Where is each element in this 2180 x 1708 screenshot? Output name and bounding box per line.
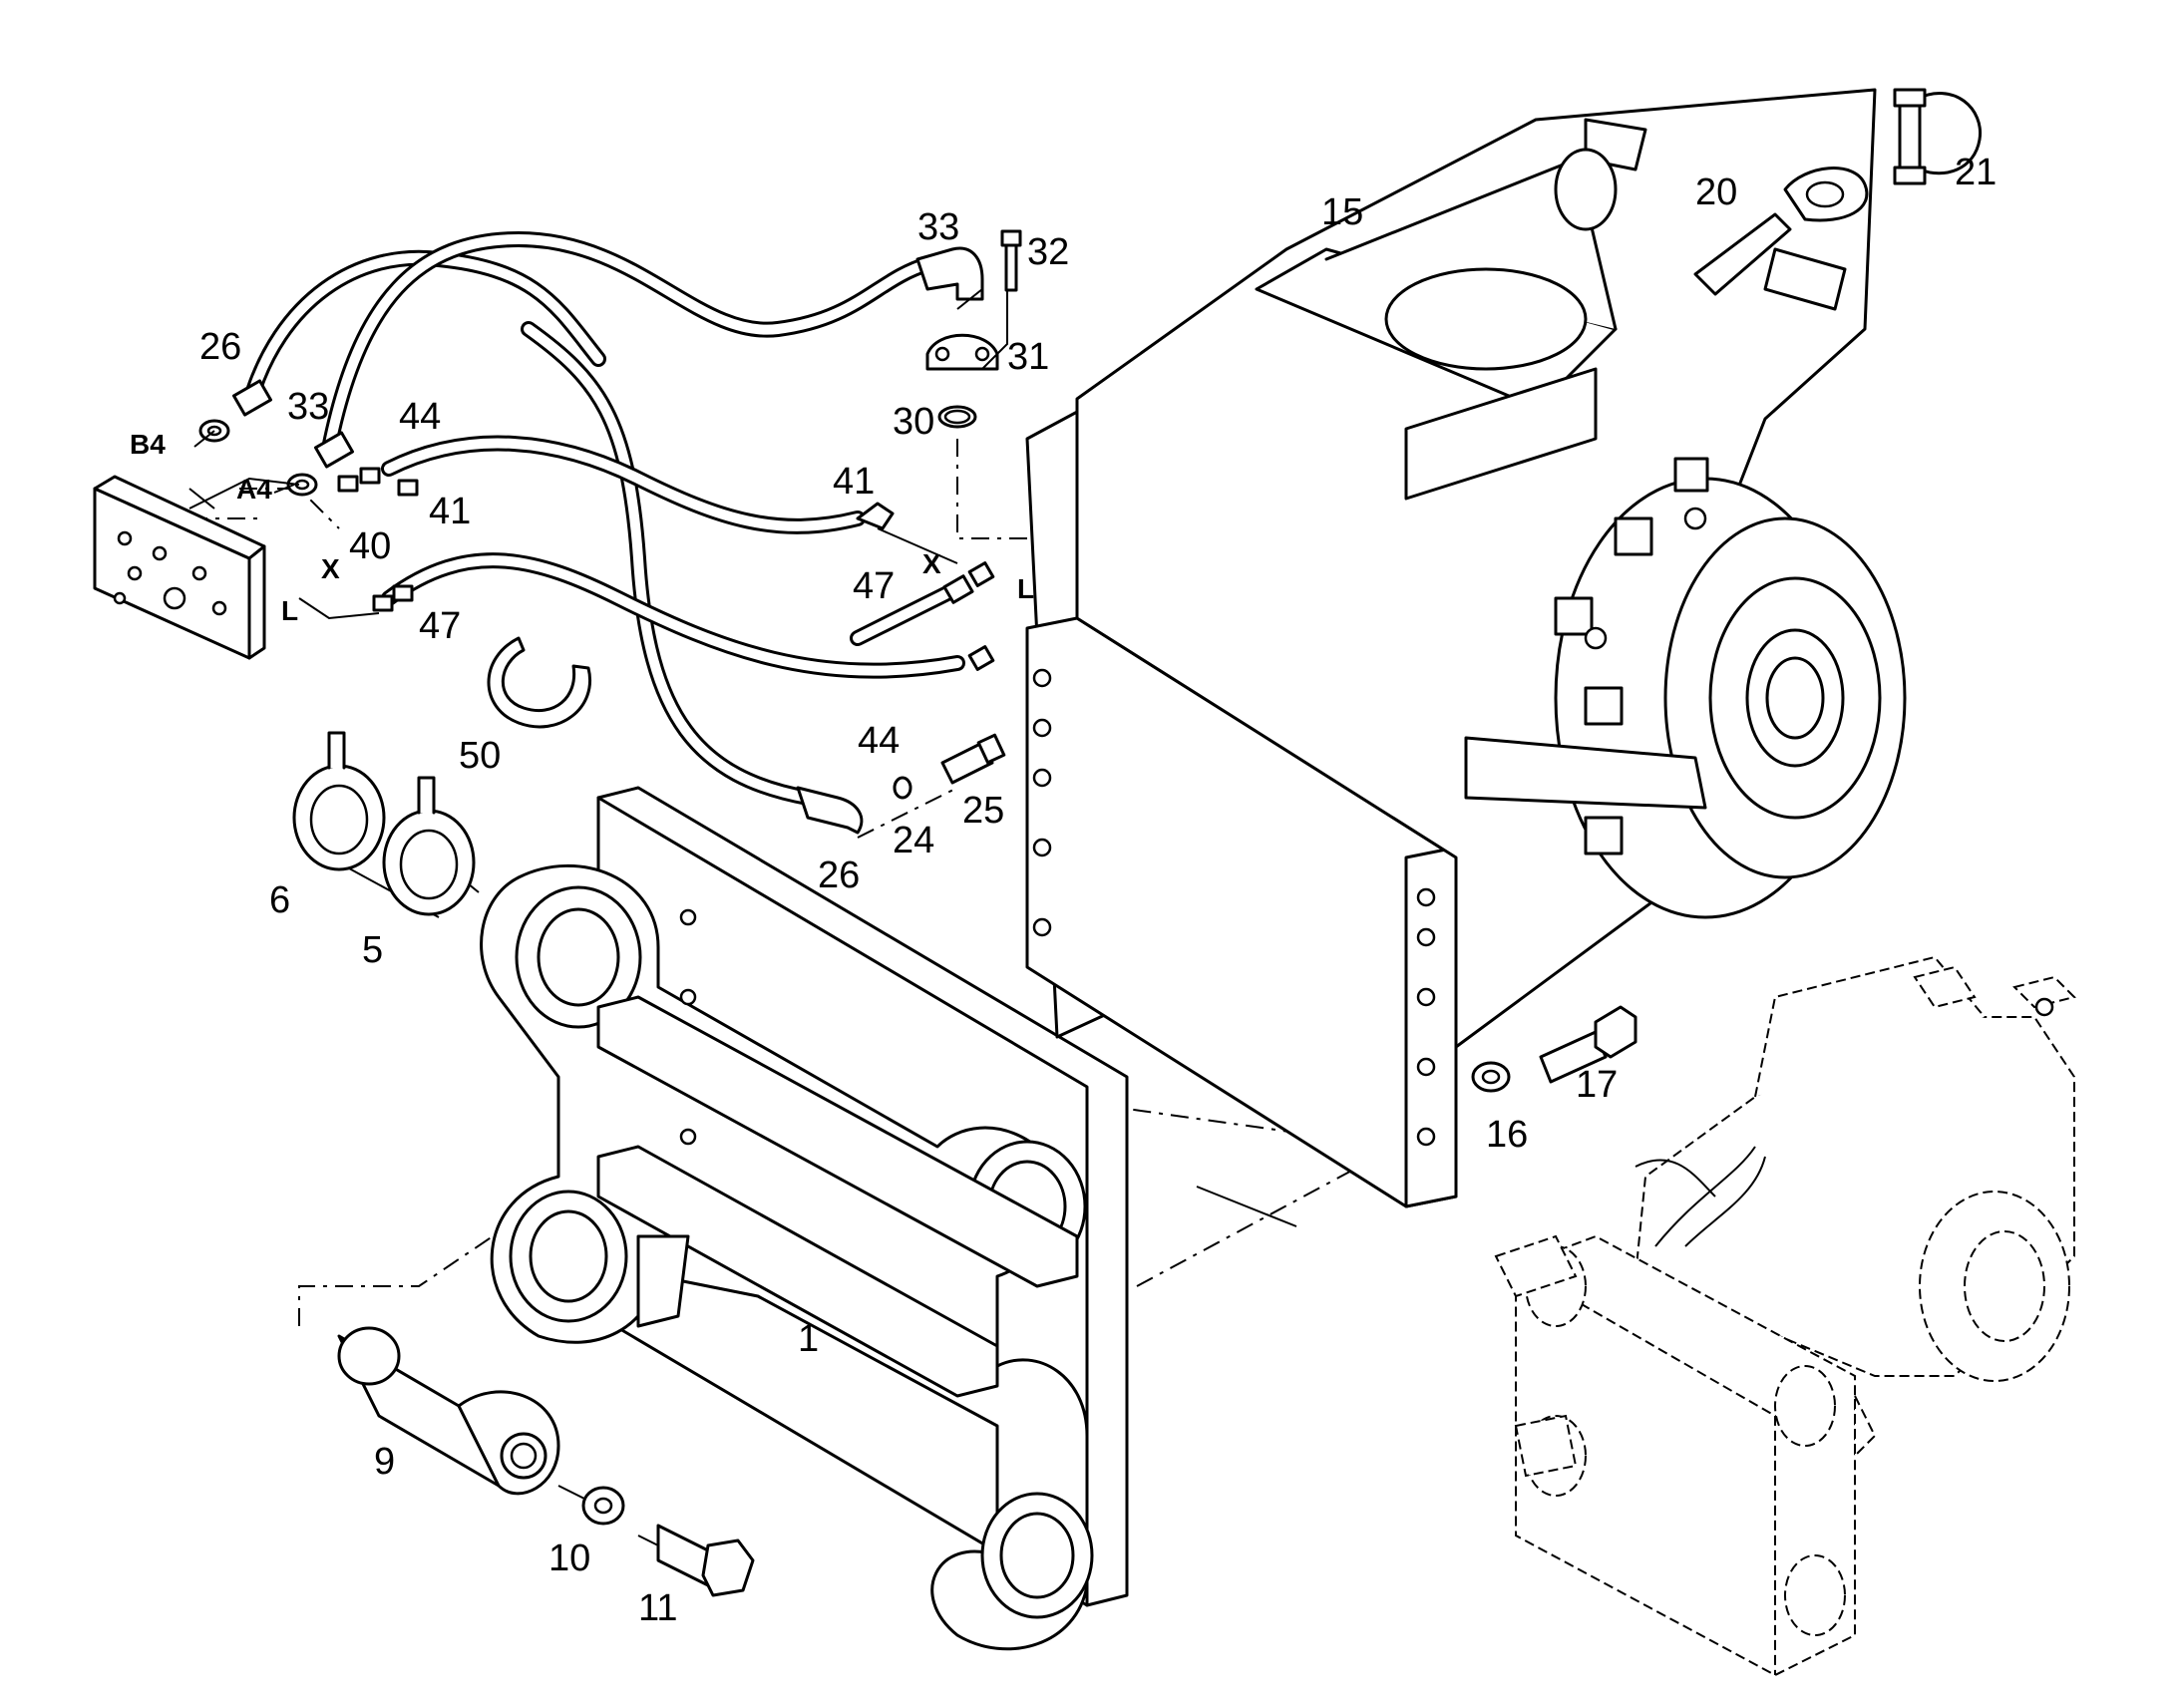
callout-6: 6 (269, 879, 290, 921)
callout-47a: 47 (419, 605, 461, 647)
callout-9: 9 (374, 1441, 395, 1483)
mounting-frame (480, 786, 1129, 1651)
callout-44a: 44 (399, 396, 441, 438)
callout-20: 20 (1695, 171, 1737, 213)
callout-21: 21 (1955, 152, 1997, 193)
callout-41a: 41 (429, 491, 471, 532)
callout-50: 50 (459, 735, 501, 777)
callout-16: 16 (1486, 1114, 1528, 1156)
callout-26a: 26 (199, 326, 241, 368)
port-labels: B4 A4 X L X L (130, 429, 1034, 626)
tab-washers (292, 731, 476, 916)
port-label-b4: B4 (130, 429, 166, 460)
assembled-inset-view (1494, 955, 2076, 1677)
port-label-a4: A4 (236, 474, 272, 505)
callout-15: 15 (1321, 191, 1363, 233)
callout-32: 32 (1027, 231, 1069, 273)
callout-33a: 33 (917, 206, 959, 248)
fittings (198, 229, 1022, 835)
leader-lines (188, 288, 1297, 1227)
callout-26b: 26 (818, 854, 860, 896)
callout-31: 31 (1007, 336, 1049, 378)
callout-30: 30 (893, 401, 934, 443)
callout-41b: 41 (833, 461, 875, 503)
callout-numbers: 33 32 15 20 21 31 30 26 33 44 41 40 47 4… (199, 152, 1997, 1629)
port-label-x-left: X (321, 553, 340, 584)
callout-44b: 44 (858, 720, 900, 762)
hydraulic-hoses (241, 230, 965, 806)
port-label-l-left: L (281, 595, 298, 626)
pin-assembly (337, 1326, 755, 1597)
callout-47b: 47 (853, 565, 895, 607)
port-label-x-right: X (922, 548, 941, 579)
port-label-l-right: L (1017, 573, 1034, 604)
callout-24: 24 (893, 820, 934, 861)
callout-17: 17 (1576, 1064, 1618, 1106)
callout-11: 11 (638, 1587, 677, 1629)
callout-1: 1 (798, 1318, 819, 1360)
callout-25: 25 (962, 790, 1004, 832)
transmission-bell (1464, 457, 1907, 919)
lifting-hardware (1693, 88, 1983, 296)
valve-block (93, 475, 266, 660)
callout-40: 40 (349, 525, 391, 567)
bolt-assembly (1471, 1005, 1637, 1093)
callout-33b: 33 (287, 386, 329, 428)
callout-10: 10 (548, 1537, 590, 1579)
callout-5: 5 (362, 929, 383, 971)
